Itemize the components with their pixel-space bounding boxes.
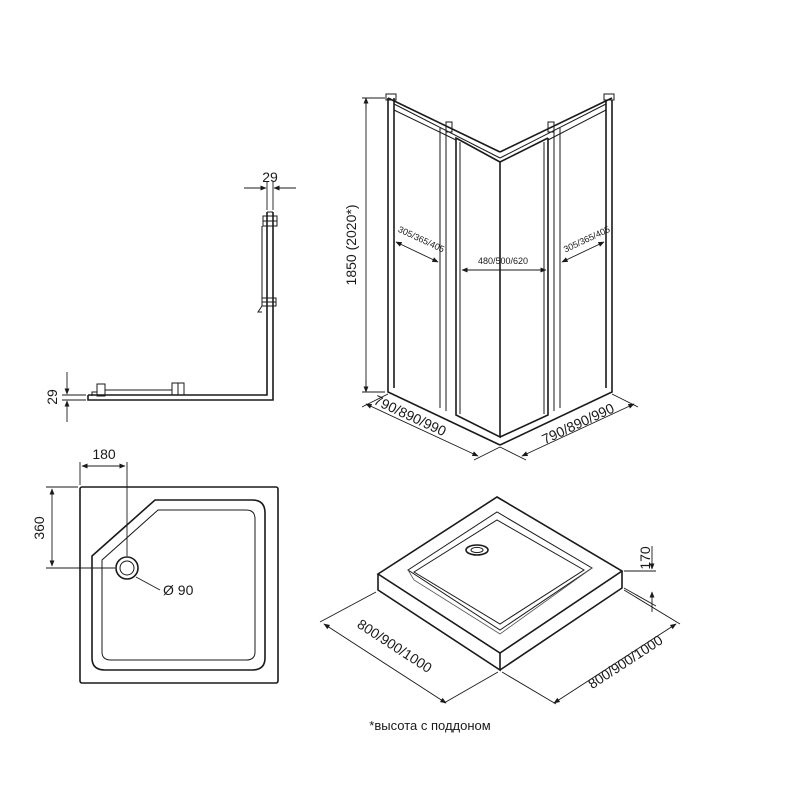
profile-dim-side: 29 (44, 389, 60, 405)
tray-plan-view: Ø 90 180 360 (31, 446, 279, 684)
tray-length-right: 800/900/1000 (585, 632, 666, 692)
right-depth-label: 790/890/990 (539, 400, 617, 447)
drain-offset-x: 180 (92, 446, 116, 462)
left-panel-width: 305/365/405 (396, 224, 446, 254)
footnote: *высота с поддоном (369, 718, 490, 733)
tray-length-left: 800/900/1000 (354, 616, 435, 676)
door-width: 480/500/620 (478, 256, 528, 266)
profile-view: 29 29 (44, 169, 296, 422)
tray-iso-view: 170 800/900/1000 800/900/1000 (319, 496, 681, 705)
tray-height: 170 (637, 546, 653, 570)
profile-dim-top: 29 (262, 169, 278, 185)
drain-diameter: Ø 90 (163, 582, 194, 598)
enclosure-height-label: 1850 (2020*) (343, 205, 359, 286)
enclosure-view: 1850 (2020*) 305/365/405 480/500/620 305… (343, 93, 639, 461)
drain-offset-y: 360 (31, 516, 47, 540)
